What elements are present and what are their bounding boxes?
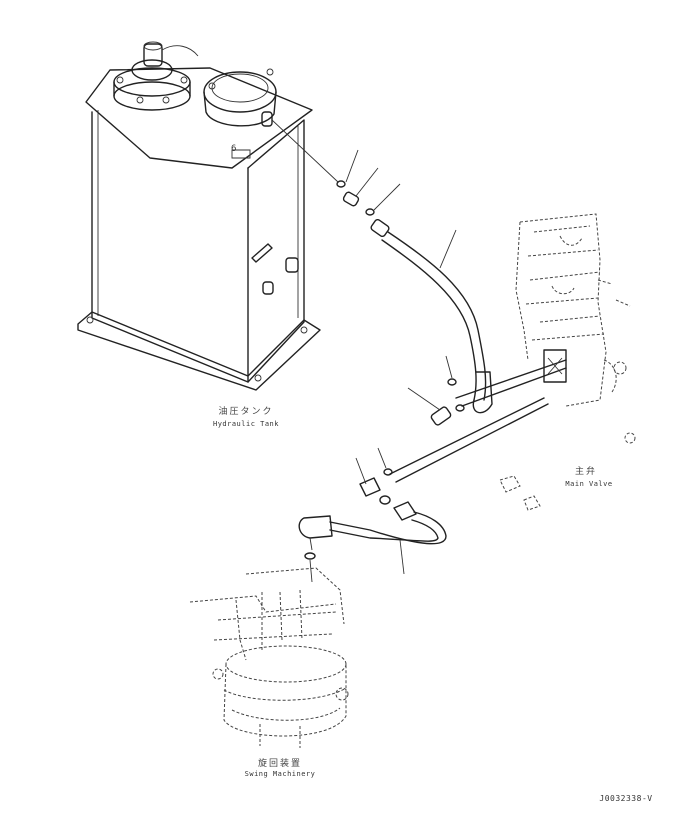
main-valve-label: Main Valve: [565, 480, 613, 488]
tank-marker-label: 6: [231, 144, 237, 154]
main-valve-label-cjk: 主弁: [574, 467, 597, 477]
port-fittings: [336, 149, 401, 216]
swing-machinery-label-cjk: 旋回装置: [257, 759, 302, 769]
suction-hose: [370, 218, 493, 414]
hydraulic-tank-label-cjk: 油圧タンク: [218, 407, 274, 417]
hydraulic-tank: [77, 41, 321, 391]
connecting-tube: [389, 359, 567, 483]
hydraulic-tank-label: Hydraulic Tank: [212, 420, 279, 428]
main-valve: [499, 213, 636, 511]
return-hose: [298, 447, 447, 583]
leader-line: [271, 119, 339, 183]
drawing-number: J0032338-V: [599, 794, 653, 803]
swing-machinery-label: Swing Machinery: [244, 770, 316, 778]
swing-machinery: [189, 567, 349, 748]
